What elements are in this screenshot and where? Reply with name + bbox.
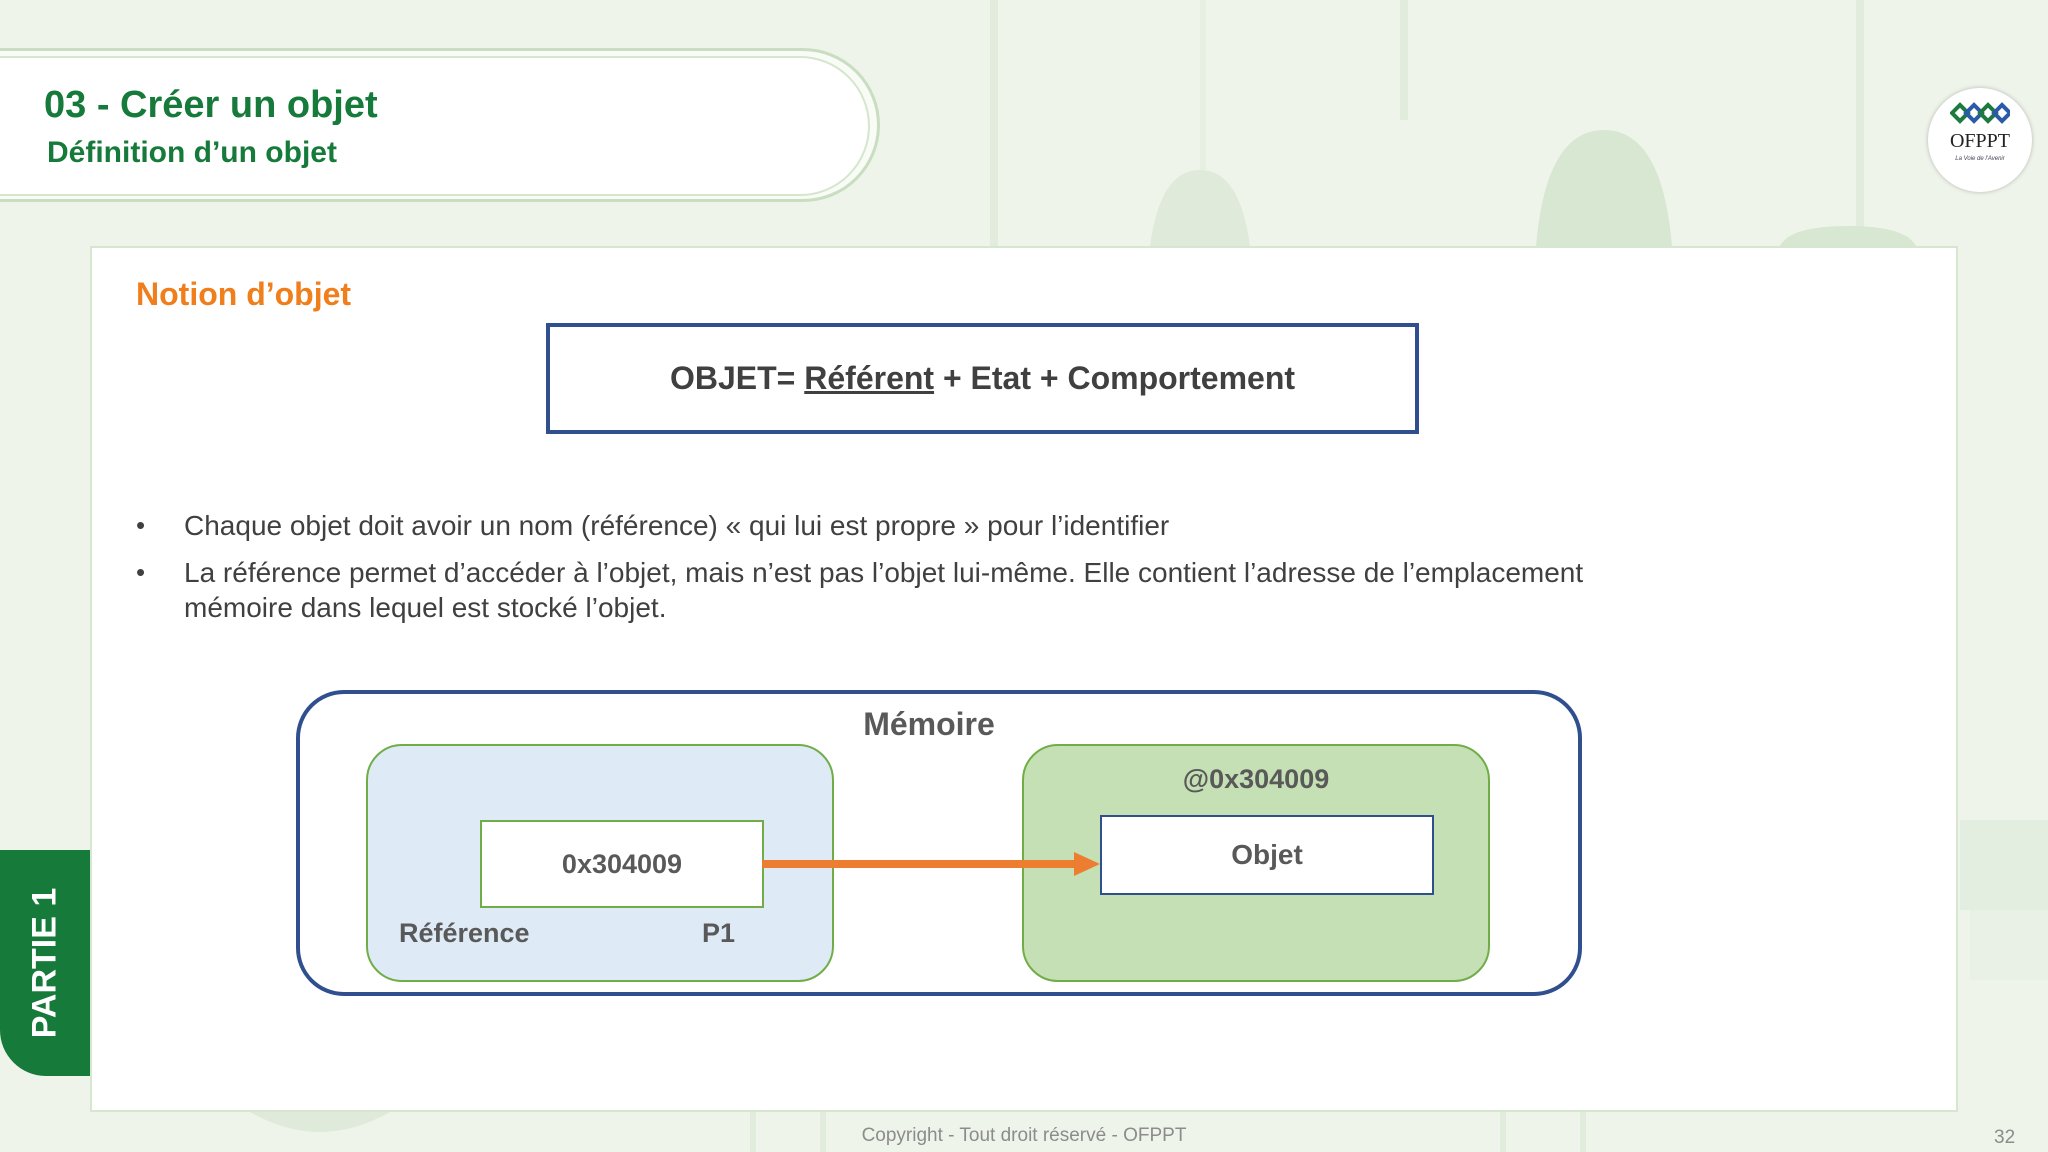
- formula-suffix: + Etat + Comportement: [934, 360, 1296, 396]
- footer-copyright: Copyright - Tout droit réservé - OFPPT: [861, 1125, 1187, 1146]
- title-banner-inner: [0, 56, 870, 196]
- page-title: 03 - Créer un objet: [44, 84, 378, 126]
- formula-referent: Référent: [804, 360, 935, 396]
- reference-label: Référence: [399, 918, 530, 948]
- ofppt-logo: OFPPT La Voie de l'Avenir: [1928, 88, 2032, 192]
- memory-label: Mémoire: [863, 706, 995, 742]
- logo-tagline: La Voie de l'Avenir: [1955, 156, 2005, 162]
- page-number: 32: [1994, 1127, 2016, 1148]
- bullet-item: Chaque objet doit avoir un nom (référenc…: [136, 508, 1696, 543]
- part-tab: [0, 850, 90, 1076]
- object-box: Objet: [1100, 815, 1434, 895]
- logo-text: OFPPT: [1949, 130, 2011, 152]
- variable-label: P1: [702, 918, 736, 948]
- section-heading: Notion d’objet: [136, 276, 352, 312]
- bullet-item: La référence permet d’accéder à l’objet,…: [136, 555, 1696, 625]
- part-tab-label: PARTIE 1: [25, 887, 64, 1039]
- reference-value-box: 0x304009: [480, 820, 764, 908]
- bullet-list: Chaque objet doit avoir un nom (référenc…: [136, 508, 1696, 637]
- formula-prefix: OBJET=: [669, 360, 805, 396]
- formula-box: OBJET= Référent + Etat + Comportement: [546, 323, 1419, 434]
- ofppt-logo-icon: [1950, 102, 2010, 124]
- pointer-arrow: [762, 852, 1100, 876]
- page-subtitle: Définition d’un objet: [47, 136, 337, 169]
- address-label: @0x304009: [1182, 764, 1330, 794]
